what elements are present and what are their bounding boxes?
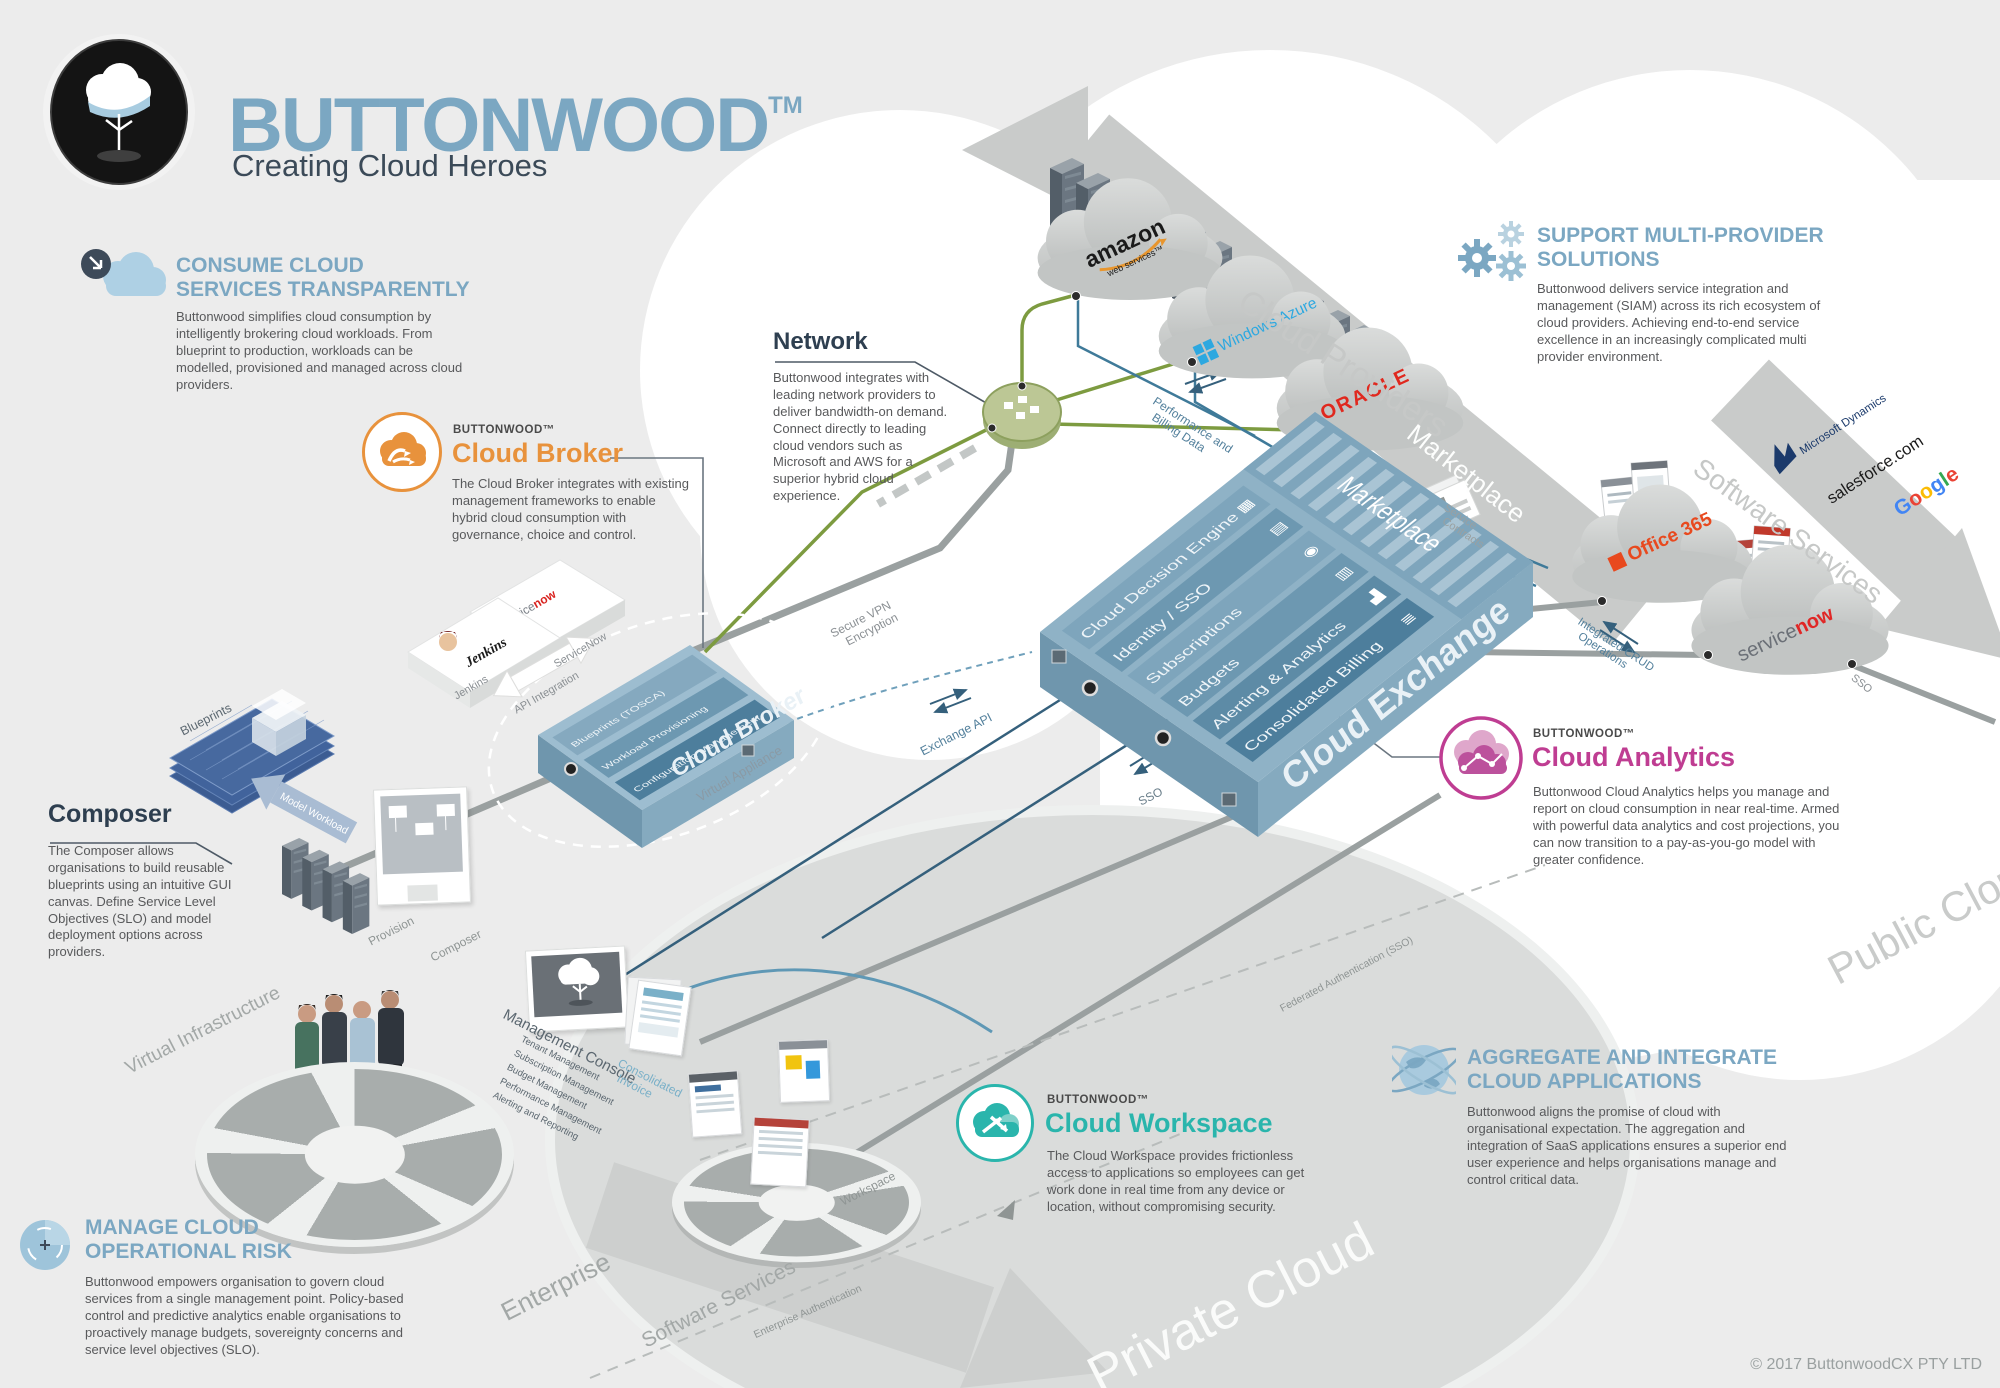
aggregate-title: AGGREGATE AND INTEGRATE CLOUD APPLICATIO… (1467, 1046, 1777, 1094)
api-integration-arrow (492, 636, 596, 698)
federated-auth-line (699, 864, 1546, 1161)
broker-dashed-ellipse (487, 612, 833, 848)
workspace-name: Cloud Workspace (1045, 1108, 1273, 1138)
risk-pie-icon (18, 1218, 72, 1272)
workspace-brand: BUTTONWOOD™ (1047, 1094, 1149, 1106)
marketplace-louvers (1255, 420, 1517, 608)
bottom-band (585, 1162, 1108, 1388)
broker-brand: BUTTONWOOD™ (453, 424, 555, 436)
management-console-monitor (524, 945, 630, 1033)
gears-icon (1455, 220, 1531, 284)
cloud-tree-icon (86, 63, 151, 162)
analytics-body: Buttonwood Cloud Analytics helps you man… (1533, 784, 1840, 867)
risk-title: MANAGE CLOUD OPERATIONAL RISK (85, 1216, 292, 1264)
workspace-body: The Cloud Workspace provides frictionles… (1047, 1148, 1305, 1214)
blueprint-cube-icon (252, 689, 306, 756)
aggregate-body: Buttonwood aligns the promise of cloud w… (1467, 1104, 1787, 1187)
windows-flag-icon (1192, 338, 1220, 366)
cloud-broker-icon (362, 412, 442, 492)
workspace-window (750, 1116, 810, 1188)
multi-title: SUPPORT MULTI-PROVIDER SOLUTIONS (1537, 224, 1824, 272)
cloud-workspace-icon (956, 1084, 1034, 1162)
network-node (982, 381, 1062, 449)
composer-racks (282, 838, 370, 934)
gray-links (328, 441, 1997, 1161)
enterprise-auth-arrow (997, 1200, 1015, 1220)
software-services-band (1711, 359, 2000, 658)
consume-title: CONSUME CLOUD SERVICES TRANSPARENTLY (176, 254, 470, 302)
trademark: TM (768, 92, 803, 119)
multi-body: Buttonwood delivers service integration … (1537, 281, 1821, 364)
analytics-brand: BUTTONWOOD™ (1533, 728, 1635, 740)
risk-body: Buttonwood empowers organisation to gove… (85, 1274, 404, 1357)
blueprints-stack (169, 689, 335, 814)
transfer-arrows-icon (929, 369, 1639, 776)
jenkins-box: Jenkins (407, 597, 561, 708)
consume-cloud-icon (80, 248, 172, 308)
saas-ports (1597, 596, 1857, 669)
invoice-doc (628, 979, 692, 1057)
google-logo: Google (1890, 462, 1963, 521)
network-title: Network (773, 328, 868, 355)
analytics-name: Cloud Analytics (1532, 742, 1736, 772)
enterprise-auth-line (589, 1131, 1186, 1379)
buttonwood-logo (40, 32, 198, 192)
cloud-broker-appliance: Blueprints (TOSCA) Workload Provisioning… (538, 644, 809, 848)
cloud-tree-icon (558, 957, 600, 1006)
brand-wordmark: BUTTONWOODTM (228, 83, 803, 168)
copyright: © 2017 ButtonwoodCX PTY LTD (1750, 1356, 1982, 1373)
globe-icon (1392, 1036, 1456, 1104)
composer-body: The Composer allows organisations to bui… (48, 843, 232, 960)
consume-body: Buttonwood simplifies cloud consumption … (176, 309, 463, 392)
network-body: Buttonwood integrates with leading netwo… (773, 370, 948, 504)
broker-name: Cloud Broker (452, 438, 624, 468)
console-curve-link (647, 968, 993, 1034)
tagline: Creating Cloud Heroes (232, 148, 548, 183)
workspace-window (777, 1039, 831, 1103)
workspace-window (687, 1070, 743, 1138)
cloud-analytics-icon (1439, 716, 1523, 800)
office-icon (1607, 551, 1628, 572)
broker-body: The Cloud Broker integrates with existin… (452, 476, 690, 542)
network-links (703, 294, 1297, 654)
composer-monitor (373, 786, 471, 906)
jenkins-bust-icon (439, 633, 457, 651)
dynamics-sail-icon (1774, 442, 1797, 475)
composer-title: Composer (48, 800, 172, 828)
dashed-thick-link (876, 444, 977, 508)
